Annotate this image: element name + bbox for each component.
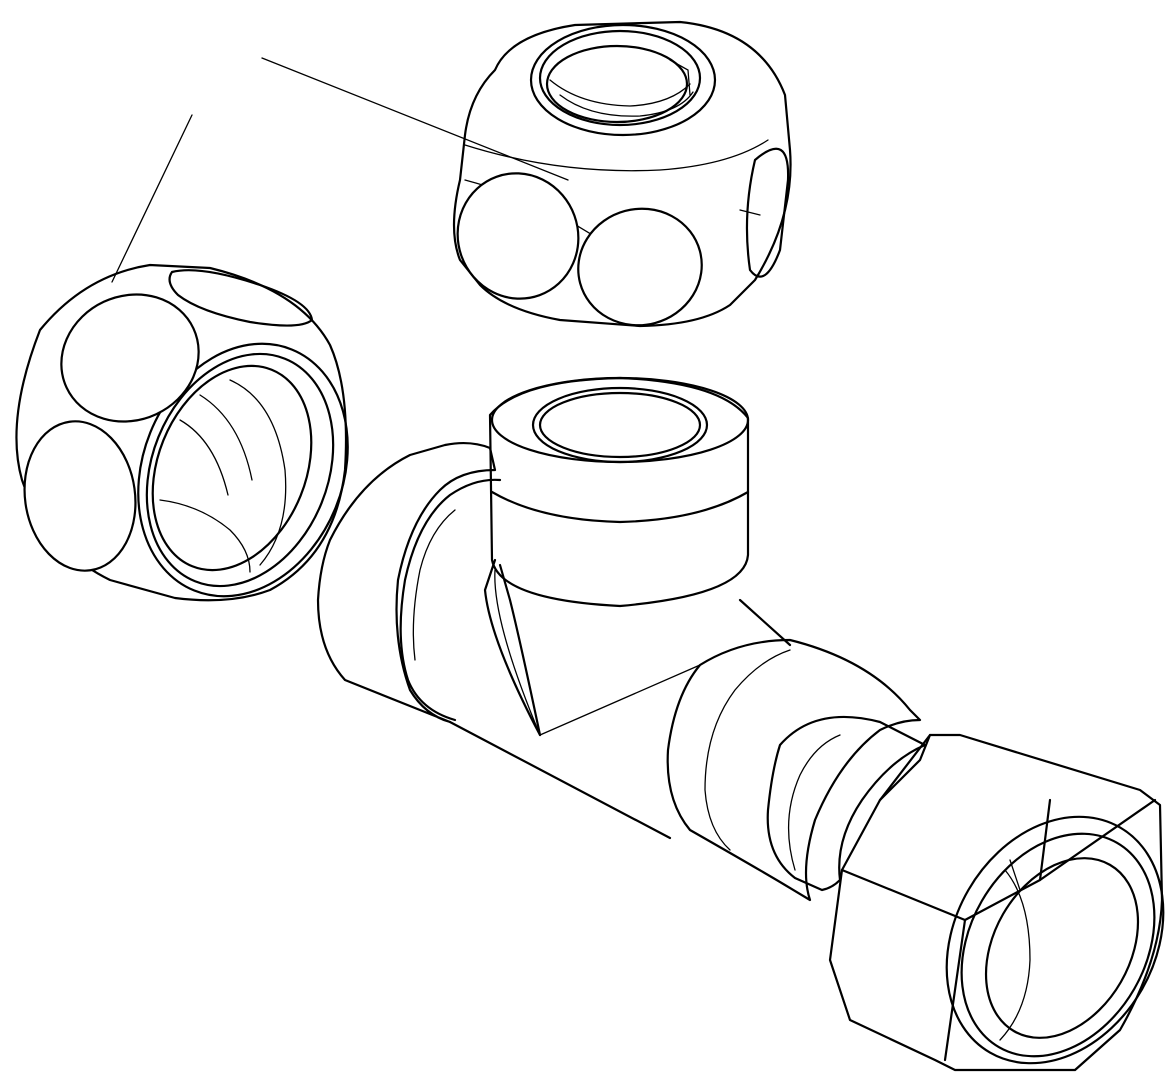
compression-nut-left xyxy=(15,263,349,602)
leader-line-left-nut xyxy=(111,114,193,283)
hex-union-nut xyxy=(828,733,1165,1072)
leader-lines xyxy=(111,57,569,283)
tee-fitting-body xyxy=(316,376,927,902)
leader-line-top-nut xyxy=(261,57,569,181)
compression-nut-top xyxy=(452,20,792,328)
